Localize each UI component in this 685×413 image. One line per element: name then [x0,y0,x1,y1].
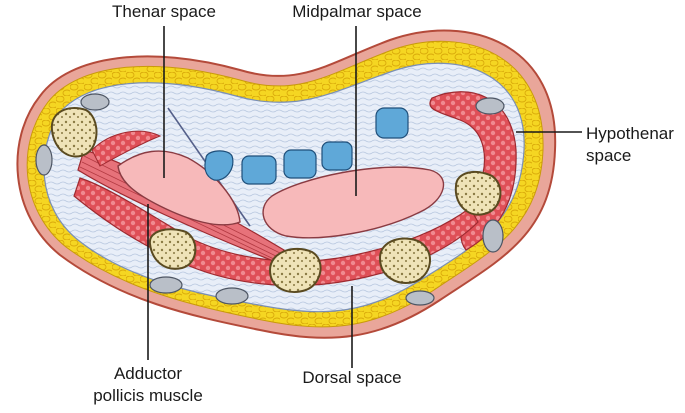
adductor-pollicis-label-line1: Adductor [113,364,183,383]
nerves-vessels [35,93,505,306]
thenar-space [117,150,241,226]
hypothenar-space-label-line2: space [586,146,632,165]
thenar-muscle [91,130,162,167]
hypothenar-muscle [429,91,517,251]
midpalmar-space-label: Midpalmar space [292,2,422,21]
metacarpal-bones [50,107,502,293]
leader-lines [147,26,582,368]
hypothenar-space-label-line1: Hypothenar [586,124,674,143]
flexor-tendons [204,107,409,185]
dorsal-space-label: Dorsal space [302,368,402,387]
thenar-space-label: Thenar space [112,2,216,21]
adductor-pollicis-label-line2: pollicis muscle [93,386,203,405]
